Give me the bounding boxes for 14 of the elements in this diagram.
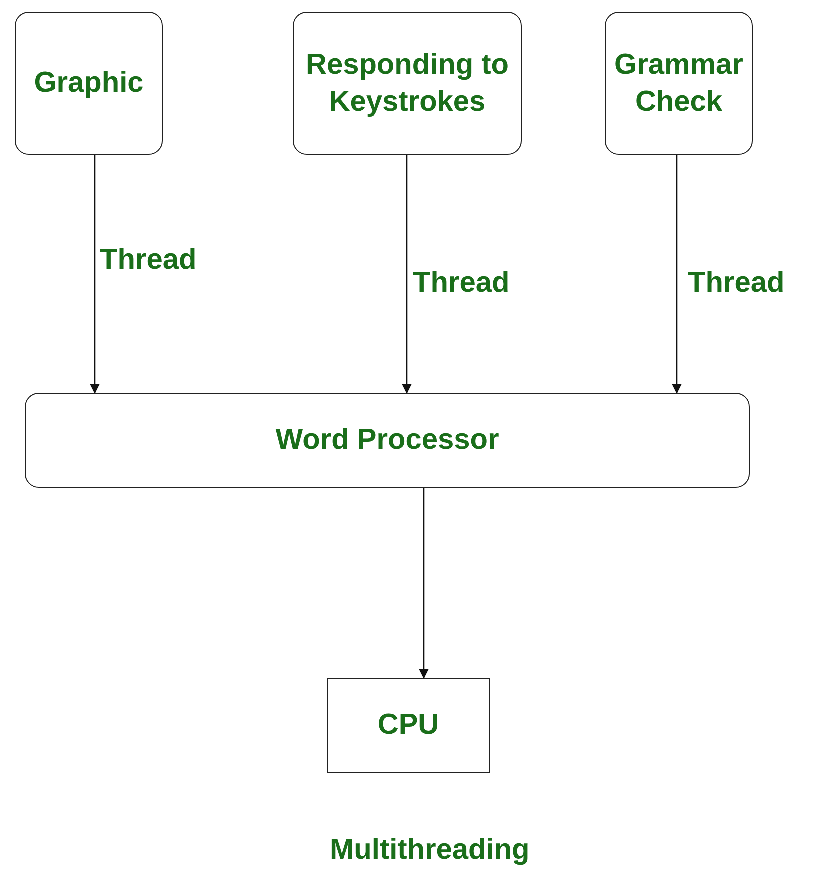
arrow: [90, 155, 100, 394]
node-label: Grammar Check: [614, 48, 744, 120]
node-label: Responding to Keystrokes: [305, 48, 510, 120]
arrow: [672, 155, 682, 394]
rounded-box: [15, 12, 163, 155]
rounded-box: [293, 12, 522, 155]
arrow: [402, 155, 412, 394]
node-label: Graphic: [34, 66, 144, 102]
node-label: CPU: [378, 708, 440, 744]
process-box: [327, 678, 490, 773]
rounded-box: [605, 12, 753, 155]
rounded-box: [25, 393, 750, 488]
node-label: Word Processor: [276, 423, 500, 458]
arrow: [419, 488, 429, 679]
